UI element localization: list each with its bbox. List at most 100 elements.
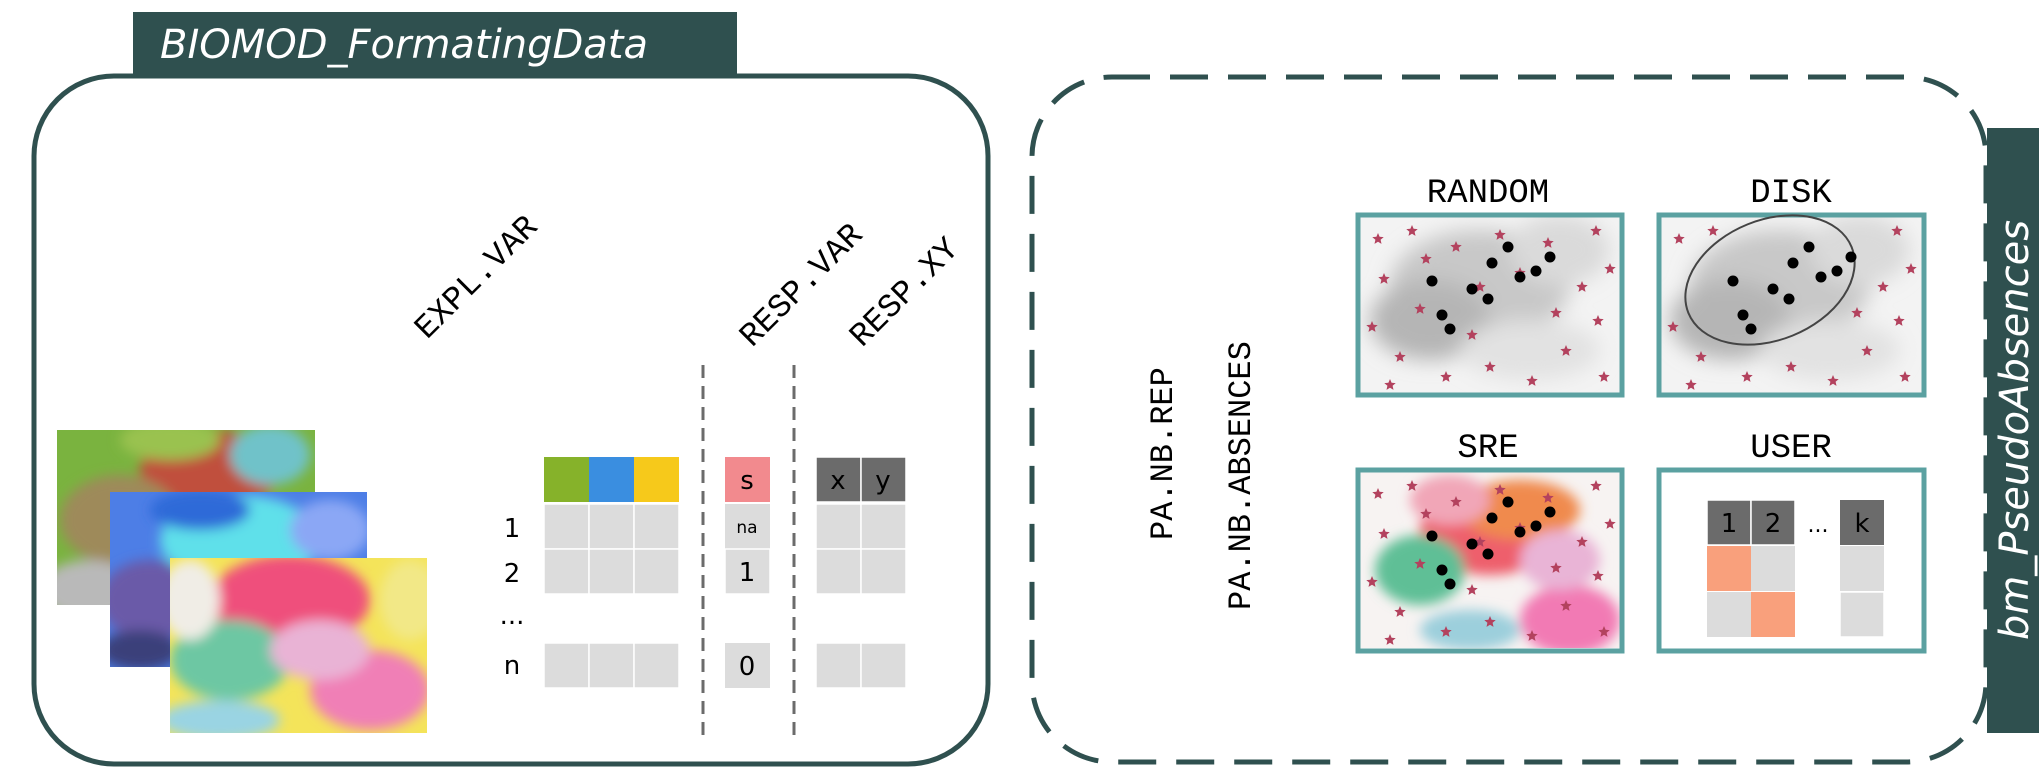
pseudo-absence-star [1484,616,1496,627]
pseudo-absence-star [1450,241,1462,252]
pseudo-absence-star [1384,634,1396,645]
pseudo-absence-star [1598,371,1610,382]
presence-point [1482,293,1494,305]
pseudo-absence-star [1741,371,1753,382]
user-cell [1751,546,1795,591]
pseudo-absence-star [1466,584,1478,595]
pseudo-absence-star [1592,315,1604,326]
pseudo-absence-star [1604,518,1616,529]
pseudo-absence-star [1550,562,1562,573]
pseudo-absence-star [1893,315,1905,326]
presence-point [1486,512,1498,524]
pseudo-absence-star [1542,237,1554,248]
presence-point [1426,530,1438,542]
resp-var-cell [724,548,771,595]
expl-var-cells [543,503,680,689]
resp-var-cell [725,643,770,688]
user-cell [1840,546,1884,591]
pseudo-absence-star [1685,379,1697,390]
pseudo-absence-star [1576,281,1588,292]
strategy-label-user: USER [1750,430,1832,468]
pseudo-absence-star [1785,361,1797,372]
user-cell-selected [1707,546,1751,591]
resp-var-value: 1 [739,558,756,588]
pseudo-absence-star [1526,630,1538,641]
resp-var-value: 0 [739,652,756,682]
strategy-label-disk: DISK [1750,175,1832,213]
pseudo-absence-star [1414,558,1426,569]
user-header: ... [1808,513,1829,538]
pseudo-absences-panel: bm_PseudoAbsences PA.NB.REP PA.NB.ABSENC… [1029,74,2039,765]
param-label: PA.NB.REP [1145,367,1182,540]
expl-var-header-cell [634,457,679,502]
presence-point [1514,271,1526,283]
random-frame [1355,212,1625,398]
presence-point [1502,241,1514,253]
random-strategy-panel [1355,212,1625,398]
pseudo-absence-star [1905,263,1917,274]
pseudo-absence-star [1592,570,1604,581]
pseudo-absences-frame [1029,74,1989,765]
pseudo-absence-star [1877,281,1889,292]
row-label: ... [500,601,525,631]
presence-point [1783,293,1795,305]
user-header: k [1854,509,1869,539]
presence-points [1426,241,1556,335]
resp-var-header: s [740,466,754,496]
user-strategy-panel: 1 2 ... k [1656,467,1927,654]
resp-var-cell [725,504,770,549]
presence-points [1426,496,1556,590]
pseudo-absence-star [1394,351,1406,362]
resp-xy-header-cell [860,456,907,503]
pseudo-absence-star [1414,303,1426,314]
pseudo-absence-star [1861,345,1873,356]
presence-point [1436,564,1448,576]
sre-strategy-panel [1355,467,1625,654]
presence-point [1530,520,1542,532]
presence-point [1815,271,1827,283]
user-cell-selected [1751,592,1795,637]
presence-point [1787,257,1799,269]
raster-layer-pastel [170,558,427,733]
pseudo-absence-star [1673,233,1685,244]
formating-data-title-tab [133,12,737,76]
pseudo-absences-title: bm_PseudoAbsences [1992,220,2038,640]
presence-point [1502,496,1514,508]
disk-buffer [1684,214,1856,346]
presence-point [1444,578,1456,590]
pseudo-absence-star [1420,253,1432,264]
pseudo-absence-star [1560,600,1572,611]
pseudo-absence-star [1526,375,1538,386]
presence-point [1466,283,1478,295]
row-label: 2 [504,559,521,589]
pseudo-absence-star [1695,351,1707,362]
pseudo-absence-star [1450,496,1462,507]
pseudo-absence-star [1598,626,1610,637]
resp-xy-header: x [830,466,845,496]
user-header: 2 [1765,509,1782,539]
presence-point [1745,323,1757,335]
expl-var-label: EXPL.VAR [408,209,546,347]
presence-point [1444,323,1456,335]
pseudo-absence-star [1494,484,1506,495]
presence-point [1436,309,1448,321]
pseudo-absence-star [1590,225,1602,236]
pseudo-absence-star [1604,263,1616,274]
resp-var-value: na [736,518,757,538]
pseudo-absence-star [1366,576,1378,587]
presence-points [1727,241,1857,335]
pseudo-absence-star [1827,375,1839,386]
presence-point [1831,265,1843,277]
presence-point [1727,275,1739,287]
raster-layers [57,430,427,733]
pseudo-absence-star [1378,273,1390,284]
user-cell [1707,592,1751,637]
resp-var-table: s na 1 0 [724,457,771,688]
pseudo-absence-star [1891,225,1903,236]
pseudo-absence-stars [1366,480,1616,645]
pseudo-absence-star [1542,492,1554,503]
pseudo-absence-star [1590,480,1602,491]
presence-point [1514,526,1526,538]
expl-var-header-cell [544,457,589,502]
presence-point [1426,275,1438,287]
